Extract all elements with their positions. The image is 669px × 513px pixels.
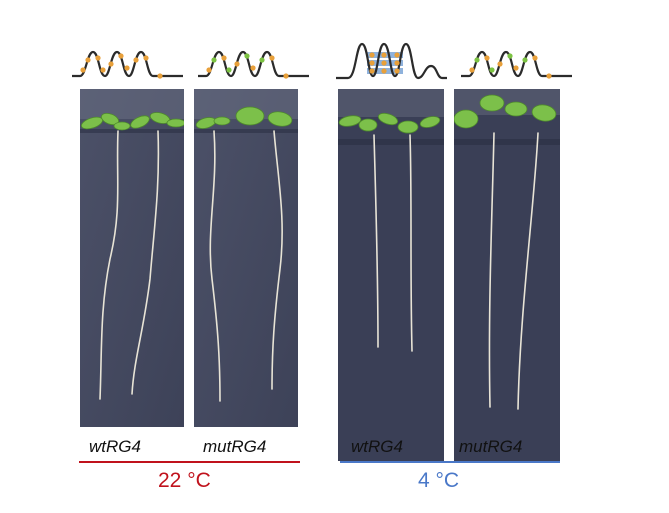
group-rule-22c xyxy=(79,461,300,463)
seedling-photo-panel xyxy=(194,89,298,427)
genotype-label: mutRG4 xyxy=(203,437,267,456)
seedling-photo-panel xyxy=(338,89,444,461)
genotype-label: wtRG4 xyxy=(89,437,141,456)
rna-unfolded-icon xyxy=(72,50,183,79)
rna-g-quadruplex-icon xyxy=(336,42,447,80)
genotype-label: wtRG4 xyxy=(351,437,403,456)
rna-unfolded-mutant-icon xyxy=(198,50,309,79)
group-rule-4c xyxy=(340,461,560,463)
genotype-label: mutRG4 xyxy=(459,437,523,456)
seedling-photo-panel xyxy=(454,89,560,461)
temperature-label-4c: 4 °C xyxy=(418,469,460,492)
temperature-label-22c: 22 °C xyxy=(158,469,211,492)
seedling-photo-panel xyxy=(80,89,184,427)
rna-unfolded-mutant-icon xyxy=(461,50,572,79)
